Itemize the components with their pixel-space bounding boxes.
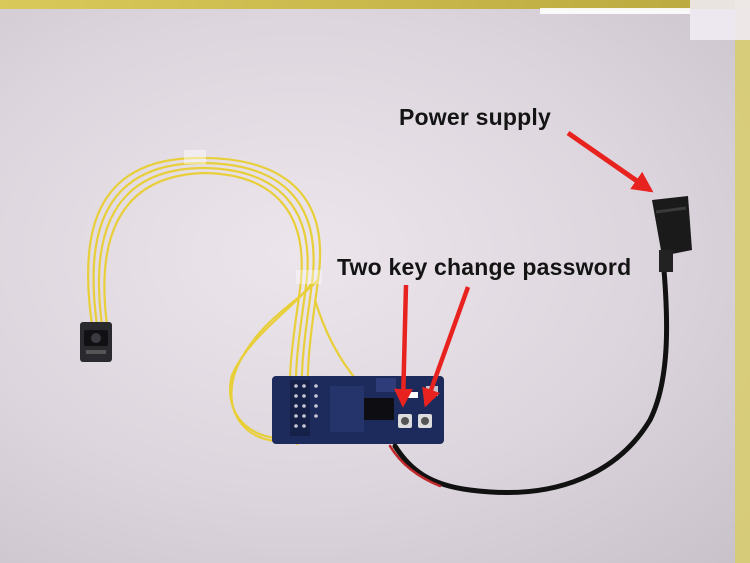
dc-jack xyxy=(652,196,692,272)
yellow-wire xyxy=(87,156,422,446)
arrow-key-right xyxy=(422,286,471,408)
power-cable xyxy=(388,267,670,496)
tape-piece xyxy=(296,270,322,284)
circuit-board xyxy=(272,376,444,444)
tape-piece xyxy=(184,150,206,164)
arrow-key-left xyxy=(393,284,413,408)
arrow-power xyxy=(566,130,654,193)
two-key-label: Two key change password xyxy=(337,254,632,280)
power-supply-label: Power supply xyxy=(399,104,551,130)
sensor-module xyxy=(80,322,112,362)
